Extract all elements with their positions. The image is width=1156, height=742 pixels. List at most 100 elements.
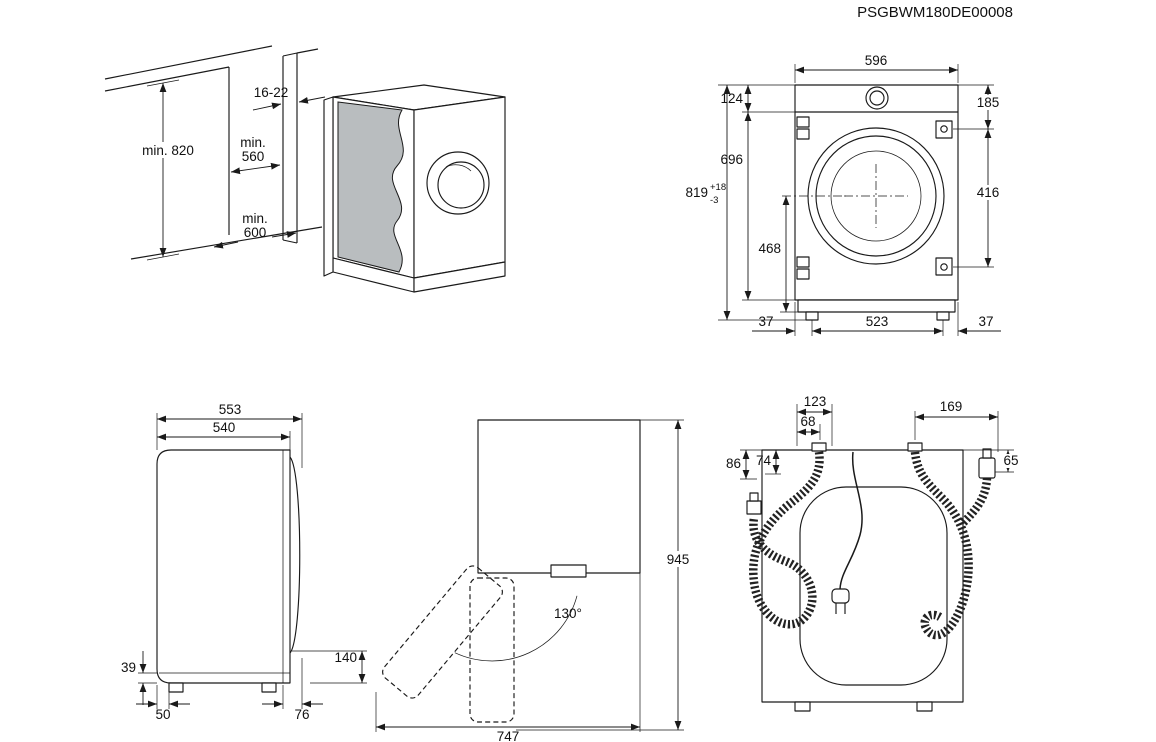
dim-label-min-width-prefix: min. <box>242 211 268 226</box>
dim-min-depth: min. 560 <box>230 135 281 175</box>
rear-bulge-panel <box>799 486 948 686</box>
cabinet-outline <box>104 45 323 260</box>
door-open-130-outline <box>382 565 503 699</box>
plinth-base <box>797 299 956 313</box>
dim-label-height-with-door: 945 <box>667 552 690 567</box>
dim-label-depth-body: 540 <box>213 420 236 435</box>
view-front: 596 124 696 819 +18 -3 468 <box>685 53 1004 336</box>
extension-lines <box>282 658 303 709</box>
dim-width: 596 <box>794 53 959 83</box>
porthole-door-inner <box>437 161 485 209</box>
dim-drain-hose-offset: 123 <box>796 394 833 446</box>
hinge-bracket-bottom-b <box>796 268 810 280</box>
dim-min-height: min. 820 <box>138 79 198 261</box>
dim-label-min-height: min. 820 <box>142 143 194 158</box>
top-knob-outer <box>865 86 889 110</box>
dim-axis-to-floor: 468 <box>758 195 846 313</box>
dim-panel-thickness: 16-22 <box>252 85 326 111</box>
dim-label-min-depth-prefix: min. <box>240 135 266 150</box>
part-code: PSGBWM180DE00008 <box>857 4 1013 21</box>
furniture-door-bulge <box>289 456 301 654</box>
drum-glass-ring <box>830 150 922 242</box>
hinge-bracket-bottom-a <box>796 256 810 268</box>
drain-hose <box>749 451 824 629</box>
dim-height-with-door: 945 <box>516 419 696 731</box>
drain-hose-connector <box>746 500 762 515</box>
machine-rear-outline <box>761 449 964 703</box>
foot-left <box>794 701 811 712</box>
machine-body-outline <box>477 419 641 574</box>
dim-label-tolerance-plus: +18 <box>710 182 726 193</box>
dim-label-min-depth-value: 560 <box>242 149 265 164</box>
leader-arrow-left <box>213 241 239 249</box>
power-cable <box>839 451 863 590</box>
dim-depth-body: 540 <box>157 420 291 450</box>
inlet-hose <box>910 451 973 640</box>
power-plug-prongs <box>835 603 846 614</box>
dim-hinge-to-hinge: 416 <box>953 129 1004 268</box>
dim-label-left-hose-height: 86 <box>726 456 741 471</box>
dim-label-rear-foot-offset: 50 <box>155 707 170 722</box>
dim-label-door-to-floor: 140 <box>334 650 357 665</box>
dim-label-depth-door-open: 747 <box>497 729 520 742</box>
dim-label-top-to-lid: 124 <box>720 91 743 106</box>
dim-label-lid-to-bottom: 696 <box>720 152 743 167</box>
dim-inlet-hose-offset: 169 <box>914 399 999 452</box>
hinge-bracket-top-b <box>796 128 810 140</box>
machine-side-outline <box>156 449 291 684</box>
dim-total-height: 819 +18 -3 <box>685 85 818 321</box>
porthole-door-outer <box>426 151 490 215</box>
mount-plate-top <box>935 120 953 139</box>
dim-lid-to-bottom: 696 <box>720 112 795 301</box>
dim-left-hose-height: 86 <box>726 449 762 480</box>
inlet-hose-connector-tip <box>982 448 992 459</box>
dim-depth-with-door: 553 <box>156 402 303 468</box>
view-rear: 123 68 169 86 74 65 <box>726 394 1027 712</box>
drain-outlet-stub <box>811 442 827 452</box>
door-handle <box>550 564 587 578</box>
extension-lines <box>375 573 641 732</box>
label-bg <box>972 185 1004 200</box>
extension-lines <box>292 650 367 684</box>
dim-label-tolerance-minus: -3 <box>710 195 718 206</box>
foot-rear <box>168 682 184 693</box>
machine-3d <box>323 84 506 293</box>
dim-top-to-lid: 124 <box>718 84 795 113</box>
leader-arrow-right <box>271 231 297 238</box>
mount-plate-bottom <box>935 257 953 276</box>
foot-right <box>936 311 950 321</box>
dim-label-top-to-hinge: 185 <box>977 95 1000 110</box>
dim-label-plinth-height: 39 <box>121 660 136 675</box>
dim-label-cord-height: 74 <box>756 453 772 468</box>
top-knob-inner <box>869 90 885 106</box>
dim-label-hinge-to-hinge: 416 <box>977 185 1000 200</box>
view-installation-niche: min. 820 16-22 min. 560 min. 600 <box>104 45 506 293</box>
inlet-hose-to-connector <box>959 477 992 527</box>
view-side: 553 540 39 140 50 76 <box>121 402 367 722</box>
label-bg <box>996 454 1027 468</box>
dim-depth-door-open: 747 <box>375 573 641 742</box>
dim-label-foot-spacing: 523 <box>866 314 889 329</box>
dim-plinth-height: 39 <box>121 651 157 705</box>
dim-feet-bottom: 37 523 37 <box>752 302 1001 336</box>
inlet-outlet-stub <box>907 442 923 452</box>
dim-label-inlet-height: 65 <box>1003 453 1018 468</box>
dim-label-min-width-value: 600 <box>244 225 267 240</box>
hinge-bracket-top-a <box>796 116 810 128</box>
foot-left <box>805 311 819 321</box>
label-bg <box>972 95 1004 110</box>
machine-base-right <box>413 261 506 293</box>
dim-line <box>230 162 281 175</box>
dim-front-gap: 76 <box>262 658 323 722</box>
dim-inlet-height: 65 <box>963 449 1027 473</box>
power-plug <box>831 588 850 604</box>
dim-label-inlet-hose-offset: 169 <box>940 399 963 414</box>
furniture-door-panel <box>337 101 404 273</box>
dim-cord-offset: 68 <box>797 414 821 440</box>
leader-arrow-left <box>252 102 282 111</box>
dim-label-foot-inset-left: 37 <box>758 314 773 329</box>
label-bg <box>660 551 696 567</box>
door-swing-arc <box>454 595 578 662</box>
mount-hole-top <box>940 125 948 133</box>
